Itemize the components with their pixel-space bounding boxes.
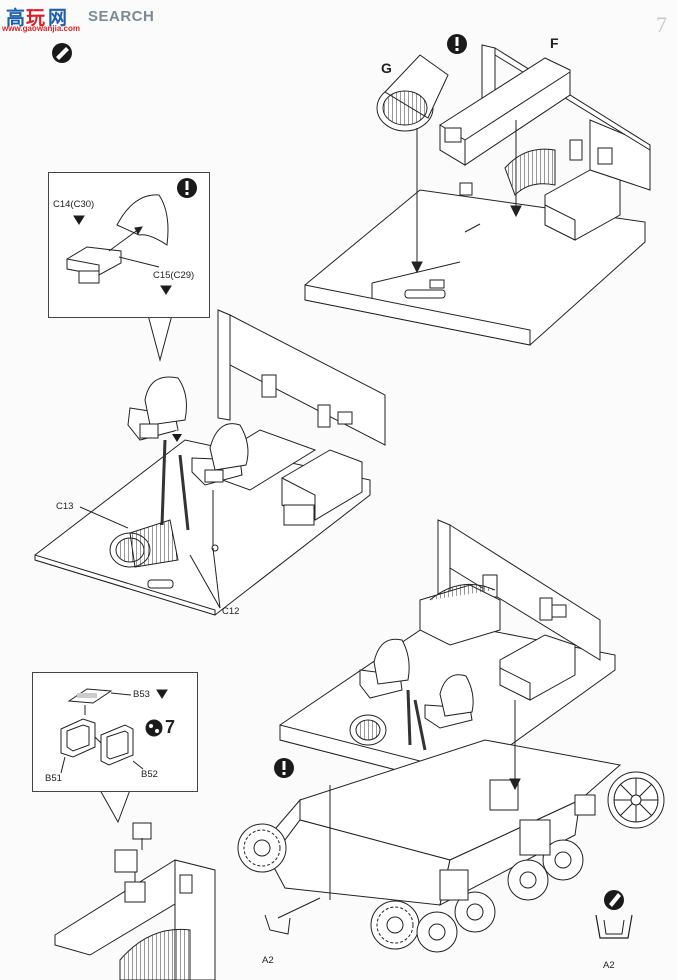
label-c14: C14(C30) [53,199,95,210]
color-code-seat: 2 [174,428,178,435]
seat-parts-inset: C14(C30) 7 C15(C29) 7 [48,172,210,318]
label-c12: C12 [222,606,240,617]
label-c15: C15(C29) [153,270,195,281]
rear-sprocket [370,900,420,950]
paint-code-7: 7 [165,717,176,737]
label-b53: B53 [133,689,150,700]
watermark-logo: 高 玩 网 [6,6,67,29]
label-b51: B51 [45,773,62,784]
color-code-c15: 7 [163,280,167,287]
label-a2-left: A2 [262,955,274,966]
a2-paint-callout [595,890,633,939]
color-code-2 [172,434,182,442]
seat-parts-drawing [66,178,197,295]
seat-assembly [34,309,386,616]
color-code-b53: 9 [159,684,163,691]
front-sprocket [237,823,287,873]
label-part-g: G [381,60,392,76]
hatch-parts-inset: B53 9 B51 B52 7 [32,672,198,792]
hatch-parts-drawing [60,688,168,774]
cement-icon [52,43,72,63]
svg-text:玩: 玩 [26,7,45,29]
caution-icon [447,34,467,54]
hull-assembly [237,519,665,953]
label-a2-right: A2 [603,960,615,971]
page-number: 7 [656,12,667,37]
label-b52: B52 [141,769,158,780]
watermark: 高 玩 网 SEARCH [4,4,154,34]
top-right-assembly [304,34,651,346]
lower-left-assembly [54,789,216,980]
svg-text:网: 网 [48,7,67,29]
label-part-f: F [550,35,559,51]
label-c13: C13 [56,501,74,512]
caution-icon-lower [274,758,294,778]
svg-text:高: 高 [6,6,25,29]
color-code-c14: 7 [76,210,80,217]
watermark-site: www.gaowanjia.com [2,24,80,33]
watermark-search-text: SEARCH [88,8,155,25]
